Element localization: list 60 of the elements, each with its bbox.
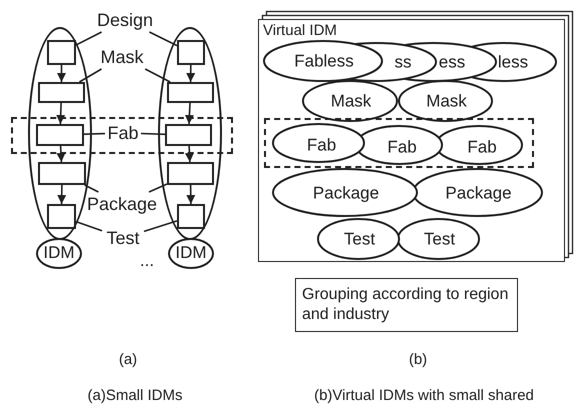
- arrow: [186, 184, 196, 204]
- leader-line: [84, 184, 99, 193]
- panel-caption: (b)Virtual IDMs with small shared: [313, 388, 535, 404]
- stage-label: Package: [82, 192, 162, 216]
- process-box: [38, 82, 85, 103]
- process-box: [177, 40, 205, 65]
- stage-name: ess: [438, 54, 466, 72]
- leader-line: [76, 31, 102, 46]
- leader-line: [76, 220, 102, 232]
- arrow: [184, 102, 194, 124]
- leader-line: [144, 68, 171, 83]
- stage-label: Mask: [97, 45, 147, 69]
- process-box: [167, 82, 214, 103]
- note-box: [295, 278, 518, 332]
- stage-name: Test: [344, 230, 376, 250]
- leader-line: [144, 220, 178, 232]
- stage-name: Fab: [306, 136, 336, 156]
- stage-name: Fab: [467, 138, 497, 158]
- stage-name: IDM: [175, 244, 207, 263]
- stage-label: Fab: [105, 121, 141, 145]
- stage-name: ss: [394, 54, 412, 72]
- stage-name: Mask: [426, 92, 467, 112]
- ellipsis-text: ...: [138, 252, 156, 271]
- process-box: [165, 124, 212, 146]
- panel-label: (b): [408, 352, 428, 368]
- process-box: [47, 40, 76, 65]
- stage-ellipse: [36, 238, 82, 269]
- stage-ellipse: [168, 238, 214, 269]
- arrow: [184, 146, 194, 162]
- dashed-group-box: [11, 117, 233, 154]
- process-box: [177, 204, 205, 229]
- arrow: [56, 146, 66, 162]
- leader-line: [140, 132, 166, 136]
- process-box: [167, 162, 214, 185]
- stage-name: Package: [312, 184, 380, 203]
- arrow: [57, 184, 66, 204]
- dashed-group-box: [264, 118, 534, 168]
- process-box: [36, 124, 84, 146]
- process-ellipse: [158, 27, 222, 240]
- panel-title: Virtual IDM: [263, 23, 337, 40]
- panel-caption: (a)Small IDMs: [86, 388, 184, 404]
- stage-name: Fab: [387, 138, 417, 158]
- process-box: [47, 204, 76, 229]
- stage-name: Package: [445, 184, 512, 203]
- leader-line: [149, 31, 178, 46]
- stage-name: Mask: [330, 92, 372, 112]
- stage-label: Test: [102, 226, 144, 250]
- leader-line: [79, 68, 102, 83]
- leader-line: [148, 183, 168, 193]
- process-box: [38, 162, 86, 185]
- stage-name: IDM: [43, 244, 75, 263]
- arrow: [186, 65, 196, 82]
- stage-name: less: [498, 54, 528, 72]
- arrow: [56, 102, 66, 124]
- leader-line: [84, 132, 106, 135]
- arrow: [57, 65, 66, 82]
- note-text: Grouping according to region and industry: [301, 285, 510, 325]
- panel-label: (a): [118, 352, 138, 368]
- stage-label: Design: [97, 8, 153, 32]
- stage-name: Test: [424, 230, 456, 250]
